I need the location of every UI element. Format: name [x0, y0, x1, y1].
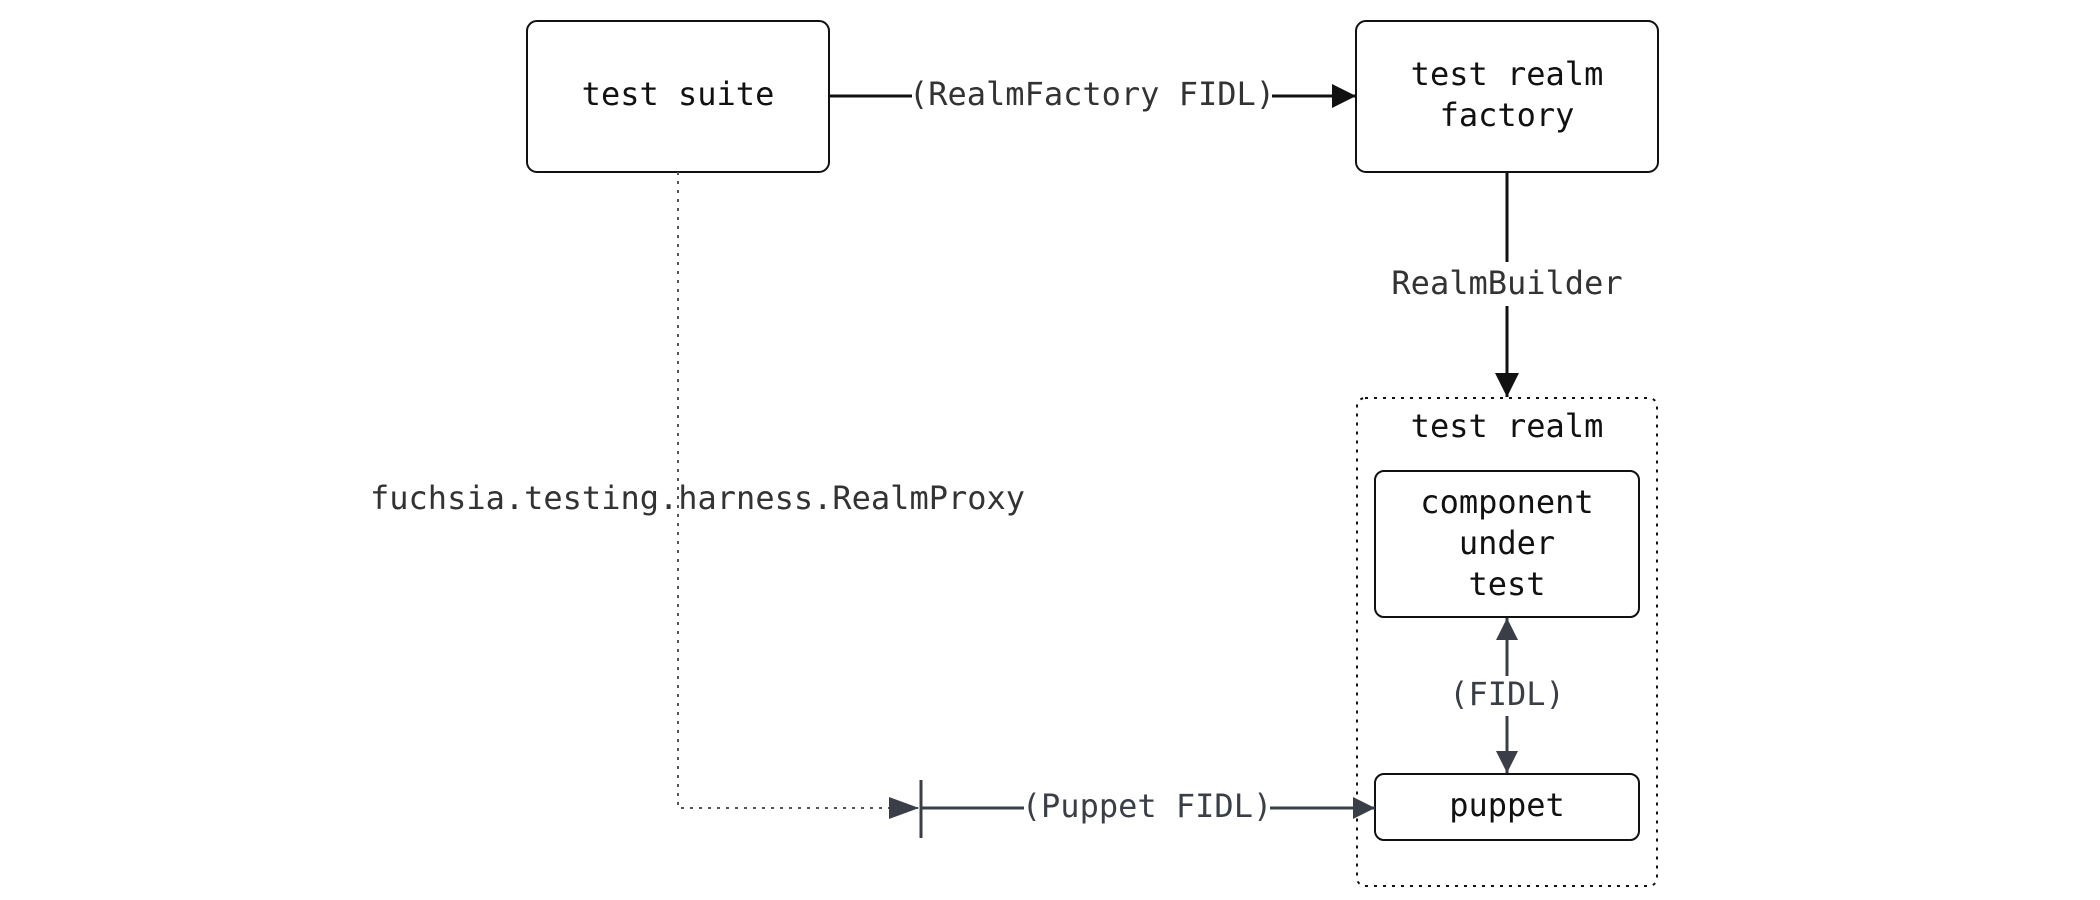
test-realm-label: test realm — [1411, 407, 1604, 445]
test-realm-container: test realm — [1356, 397, 1658, 887]
puppet-fidl-edge: (Puppet FIDL) — [919, 780, 1375, 838]
component-under-test-node: component under test — [1374, 470, 1640, 618]
realm-factory-fidl-edge: (RealmFactory FIDL) — [829, 75, 1356, 113]
test-suite-label: test suite — [582, 75, 775, 113]
component-under-test-label-line-2: under — [1459, 524, 1555, 562]
test-realm-factory-label-line-1: test realm — [1411, 55, 1604, 93]
puppet-fidl-label: (Puppet FIDL) — [1022, 787, 1272, 825]
test-realm-factory-node: test realm factory — [1355, 20, 1659, 173]
test-realm-boundary — [1356, 397, 1658, 887]
component-under-test-box — [1374, 470, 1640, 618]
realm-builder-edge: RealmBuilder — [1391, 172, 1623, 397]
fidl-label: (FIDL) — [1449, 675, 1565, 713]
realm-factory-fidl-label: (RealmFactory FIDL) — [909, 75, 1275, 113]
puppet-node: puppet — [1374, 773, 1640, 841]
component-under-test-label-line-3: test — [1468, 565, 1545, 603]
realm-proxy-arrowhead — [889, 797, 919, 819]
puppet-label: puppet — [1449, 786, 1565, 824]
realm-proxy-edge: fuchsia.testing.harness.RealmProxy — [370, 172, 1025, 819]
realm-builder-label: RealmBuilder — [1391, 264, 1622, 302]
test-realm-factory-label-line-2: factory — [1440, 96, 1575, 134]
realm-proxy-label: fuchsia.testing.harness.RealmProxy — [370, 479, 1025, 517]
component-under-test-label-line-1: component — [1420, 483, 1593, 521]
fidl-edge: (FIDL) — [1449, 618, 1565, 773]
test-suite-node: test suite — [526, 20, 830, 173]
